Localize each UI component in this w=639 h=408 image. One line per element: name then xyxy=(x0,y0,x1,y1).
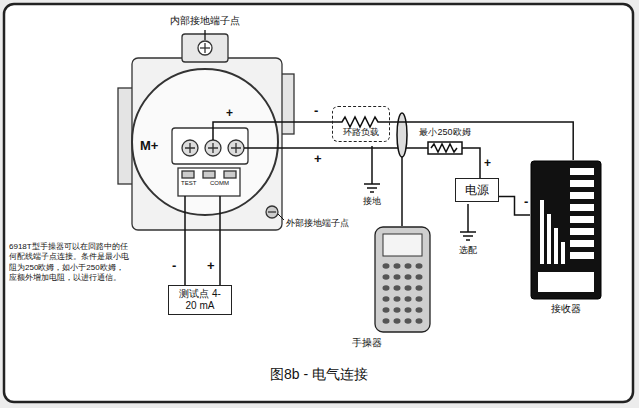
handheld-screen xyxy=(383,234,422,256)
keypad-key xyxy=(405,285,412,291)
keypad-key xyxy=(394,318,401,324)
node-text: 环路负载 xyxy=(339,127,383,138)
external-ground-screw xyxy=(266,206,278,218)
test-point-box: 测试点 4-20 mA xyxy=(168,285,232,315)
keypad-key xyxy=(383,285,390,291)
wire xyxy=(462,148,480,178)
receiver-slot xyxy=(570,240,594,247)
label-text: - xyxy=(172,258,176,274)
keypad-key xyxy=(405,263,412,269)
receiver-bar xyxy=(554,228,558,264)
label-text: 外部接地端子点 xyxy=(286,218,349,229)
ground-screw xyxy=(198,41,212,55)
clip-probe xyxy=(397,113,407,157)
ground-symbol xyxy=(460,204,476,240)
receiver-panel xyxy=(538,272,594,292)
label-text: TEST xyxy=(181,180,196,187)
receiver-slot xyxy=(570,168,594,175)
receiver-slot xyxy=(570,216,594,223)
receiver-body xyxy=(531,161,601,299)
keypad-key xyxy=(405,274,412,280)
resistor-symbol xyxy=(431,144,457,152)
test-terminal xyxy=(224,171,236,178)
label-text: - xyxy=(524,194,528,210)
wire-connector xyxy=(390,122,573,160)
keypad-key xyxy=(416,263,423,269)
label-text: COMM xyxy=(210,180,229,187)
receiver-bar xyxy=(547,214,551,264)
label-text: 内部接地端子点 xyxy=(170,15,240,27)
screw-slot xyxy=(185,143,241,153)
keypad-key xyxy=(416,285,423,291)
loop-load-box: 环路负载 xyxy=(332,106,390,142)
keypad-key xyxy=(394,274,401,280)
label-text: 接地 xyxy=(363,196,381,207)
keypad-key xyxy=(416,318,423,324)
keypad-key xyxy=(405,307,412,313)
resistor-body xyxy=(428,142,462,154)
label-text: + xyxy=(314,151,322,167)
receiver-slot xyxy=(570,204,594,211)
housing-cover xyxy=(132,69,278,215)
ground-symbol xyxy=(364,146,380,192)
keypad-key xyxy=(394,307,401,313)
test-terminal xyxy=(182,171,194,178)
keypad-key xyxy=(383,307,390,313)
receiver-slot xyxy=(570,192,594,199)
keypad-key xyxy=(405,296,412,302)
label-text: + xyxy=(226,106,233,120)
keypad-key xyxy=(383,263,390,269)
terminal-block xyxy=(172,128,248,164)
receiver-bar xyxy=(540,200,544,264)
note-text: 6918T型手操器可以在回路中的任何配线端子点连接。条件是最小电阻为250欧姆，… xyxy=(9,242,131,284)
handheld-symbol xyxy=(352,226,436,334)
receiver-slot xyxy=(570,180,594,187)
leader-line xyxy=(204,30,205,40)
label-text: + xyxy=(207,258,215,274)
keypad-key xyxy=(416,307,423,313)
test-lead xyxy=(185,196,220,285)
keypad-key xyxy=(394,263,401,269)
node-text: 测试点 4-20 mA xyxy=(174,288,226,312)
keypad-key xyxy=(416,274,423,280)
test-terminal-panel xyxy=(178,168,240,196)
keypad-key xyxy=(383,274,390,280)
receiver-slot xyxy=(570,228,594,235)
node-text: 电源 xyxy=(465,183,489,197)
handheld-communicator: 手操器 xyxy=(352,226,436,349)
receiver-symbol xyxy=(530,160,602,300)
screw-slot xyxy=(268,211,276,212)
handheld-body xyxy=(375,227,430,332)
frame xyxy=(4,4,633,402)
node-text: 接收器 xyxy=(530,303,602,315)
label-text: - xyxy=(314,103,318,119)
keypad-key xyxy=(416,296,423,302)
resistor-symbol xyxy=(332,117,390,127)
node-text: 手操器 xyxy=(352,337,436,349)
transmitter-housing xyxy=(118,30,294,230)
label-text: 选配 xyxy=(459,245,477,256)
screw-slot xyxy=(204,43,205,53)
receiver-bar xyxy=(561,242,565,264)
power-supply-box: 电源 xyxy=(455,178,499,202)
receiver-slot xyxy=(570,252,594,259)
keypad-key xyxy=(394,296,401,302)
label-text: 最小250欧姆 xyxy=(419,127,470,138)
housing-body xyxy=(132,58,282,230)
keypad-key xyxy=(405,318,412,324)
keypad-key xyxy=(394,285,401,291)
keypad-key xyxy=(383,318,390,324)
receiver: 接收器 xyxy=(530,160,602,315)
label-text: + xyxy=(484,156,491,170)
communicator-cable xyxy=(401,157,403,226)
label-text: M+ xyxy=(140,138,158,154)
wire xyxy=(213,122,332,140)
leader-line xyxy=(278,214,284,220)
figure-caption: 图8b - 电气连接 xyxy=(270,366,368,384)
keypad-key xyxy=(383,296,390,302)
test-terminal xyxy=(203,171,215,178)
